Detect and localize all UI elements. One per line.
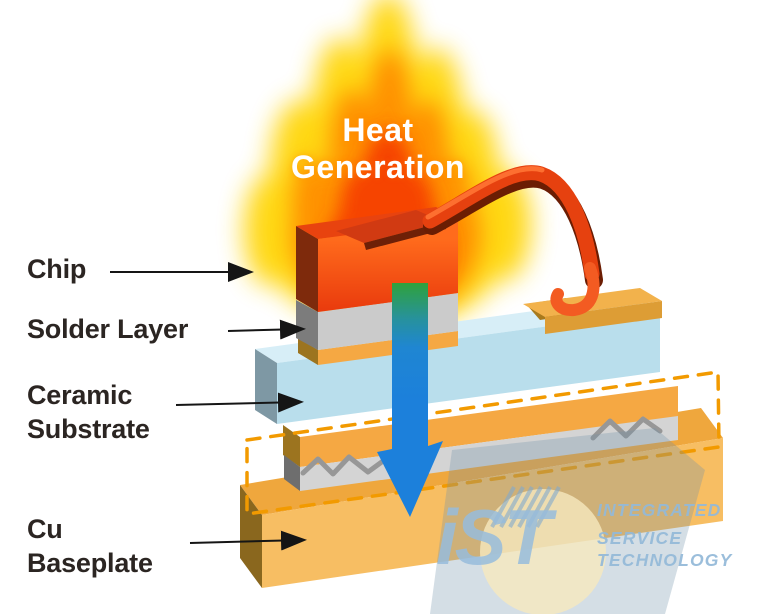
label-solder-layer: Solder Layer xyxy=(27,314,189,344)
highlight-dashed-box xyxy=(245,370,721,516)
bond-ribbon xyxy=(336,165,603,317)
right-pad-front-face xyxy=(545,301,662,334)
lower-solder-left-face xyxy=(284,455,300,491)
heat-flow-arrow xyxy=(377,283,443,517)
solder-crack-right xyxy=(590,416,663,441)
upper-copper-left-face xyxy=(298,338,318,365)
watermark-logo-shapes xyxy=(430,428,705,614)
label-cu-baseplate: Cu Baseplate xyxy=(27,514,153,578)
label-chip: Chip xyxy=(27,254,87,284)
pointer-arrow-baseplate xyxy=(189,530,307,551)
watermark-logo-text: iST xyxy=(436,493,551,581)
pointer-arrows xyxy=(110,262,307,551)
label-ceramic-substrate: Ceramic Substrate xyxy=(27,380,150,444)
watermark-hatch-lines xyxy=(490,486,561,528)
pointer-arrow-ceramic xyxy=(175,392,304,413)
pointer-arrow-solder xyxy=(227,319,306,340)
watermark-line-service: SERVICE xyxy=(597,528,683,548)
heat-generation-title: Heat Generation xyxy=(291,112,465,185)
ceramic-substrate-left-face xyxy=(255,349,277,424)
cu-baseplate-front-face xyxy=(262,438,723,588)
watermark-line-technology: TECHNOLOGY xyxy=(597,550,733,570)
watermark-line-integrated: INTEGRATED xyxy=(597,500,722,520)
lower-copper-left-face xyxy=(283,425,300,467)
chip-left-face xyxy=(296,226,318,312)
ceramic-substrate-front-face xyxy=(277,311,660,424)
cu-baseplate-left-face xyxy=(240,485,262,588)
